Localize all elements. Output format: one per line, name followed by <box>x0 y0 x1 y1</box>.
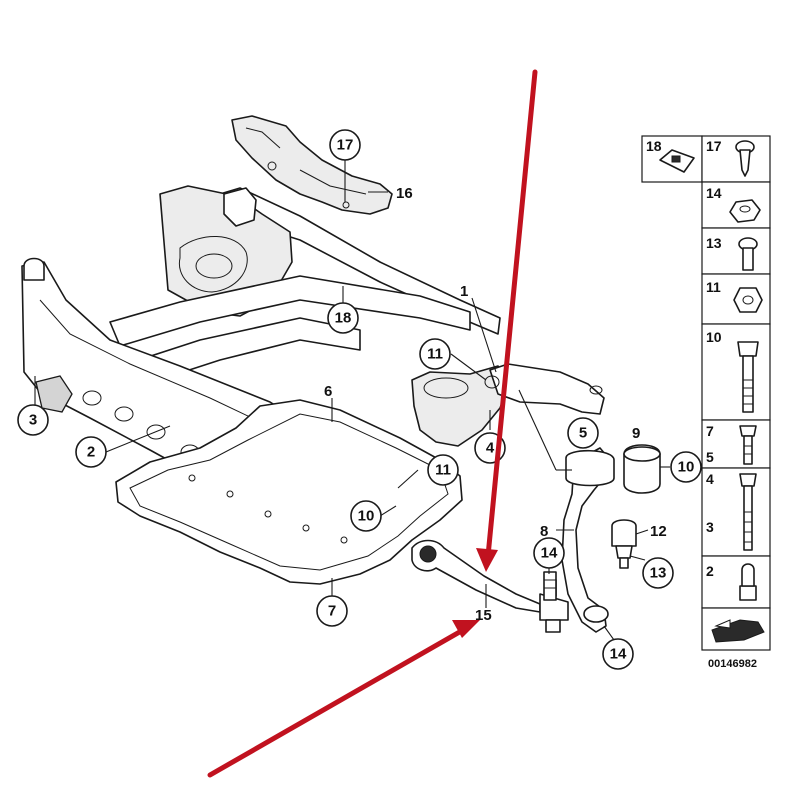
svg-text:14: 14 <box>706 185 722 201</box>
callout-11-lower: 11 <box>427 454 459 486</box>
stud-bolt-14 <box>543 571 557 601</box>
callout-14-upper: 14 <box>533 537 565 569</box>
flange-bolt-icon <box>739 425 757 465</box>
callout-13: 13 <box>642 557 674 589</box>
svg-text:3: 3 <box>706 519 714 535</box>
svg-text:10: 10 <box>678 459 695 476</box>
svg-text:7: 7 <box>328 603 336 620</box>
callout-14-lower: 14 <box>602 638 634 670</box>
svg-text:5: 5 <box>706 449 714 465</box>
callout-11-upper: 11 <box>419 338 451 370</box>
ball-joint-12 <box>611 519 637 569</box>
svg-text:10: 10 <box>706 329 722 345</box>
hex-flange-nut-icon <box>729 199 761 223</box>
svg-text:16: 16 <box>396 185 413 202</box>
svg-text:2: 2 <box>706 563 714 579</box>
callout-12: 12 <box>650 523 667 540</box>
svg-text:17: 17 <box>337 137 354 154</box>
callout-7: 7 <box>316 595 348 627</box>
rubber-mount-9 <box>623 444 661 494</box>
svg-text:10: 10 <box>358 508 375 525</box>
red-arrow-pointer-top <box>476 69 538 572</box>
svg-text:8: 8 <box>540 523 548 540</box>
svg-text:5: 5 <box>579 425 587 442</box>
svg-text:2: 2 <box>87 444 95 461</box>
callout-17: 17 <box>329 129 361 161</box>
collar-nut-icon <box>733 287 763 313</box>
svg-text:14: 14 <box>610 646 627 663</box>
svg-text:3: 3 <box>29 412 37 429</box>
svg-text:1: 1 <box>460 283 468 300</box>
svg-text:18: 18 <box>646 138 662 154</box>
svg-text:18: 18 <box>335 310 352 327</box>
svg-text:7: 7 <box>706 423 714 439</box>
orientation-arrow-icon <box>711 619 765 643</box>
fastener-legend: 18 17 14 13 11 10 <box>641 135 771 670</box>
callout-5: 5 <box>567 417 599 449</box>
short-bolt-icon <box>738 237 758 271</box>
svg-text:17: 17 <box>706 138 722 154</box>
svg-text:14: 14 <box>541 545 558 562</box>
svg-text:6: 6 <box>324 383 332 400</box>
self-tapping-screw-icon <box>735 140 755 177</box>
callout-2: 2 <box>75 436 107 468</box>
wishbone-8 <box>561 447 615 633</box>
svg-text:9: 9 <box>632 425 640 442</box>
callout-10-left: 10 <box>350 500 382 532</box>
clip-nut-icon <box>659 149 695 173</box>
leader-lines <box>34 160 670 641</box>
svg-text:4: 4 <box>706 471 714 487</box>
callout-9: 9 <box>632 425 640 442</box>
underbody-shield-plate <box>115 399 463 585</box>
callout-1: 1 <box>460 283 468 300</box>
callout-10-right: 10 <box>670 451 702 483</box>
svg-text:12: 12 <box>650 523 667 540</box>
callout-6: 6 <box>324 383 332 400</box>
long-bolt-icon <box>737 341 759 413</box>
callout-15: 15 <box>475 607 492 624</box>
callout-8: 8 <box>540 523 548 540</box>
callout-16: 16 <box>396 185 413 202</box>
red-arrow-pointer-bottom <box>207 620 480 778</box>
cap-nut-icon <box>739 563 757 601</box>
svg-text:11: 11 <box>706 279 721 295</box>
svg-text:13: 13 <box>650 565 667 582</box>
heat-shield-bracket <box>231 115 393 215</box>
diagram-number: 00146982 <box>708 658 757 670</box>
svg-text:4: 4 <box>486 440 495 457</box>
svg-text:11: 11 <box>427 346 443 363</box>
callout-3: 3 <box>17 404 49 436</box>
svg-text:11: 11 <box>435 462 451 479</box>
callout-18: 18 <box>327 302 359 334</box>
svg-text:15: 15 <box>475 607 492 624</box>
svg-text:13: 13 <box>706 235 722 251</box>
long-bolt-icon <box>739 473 757 551</box>
